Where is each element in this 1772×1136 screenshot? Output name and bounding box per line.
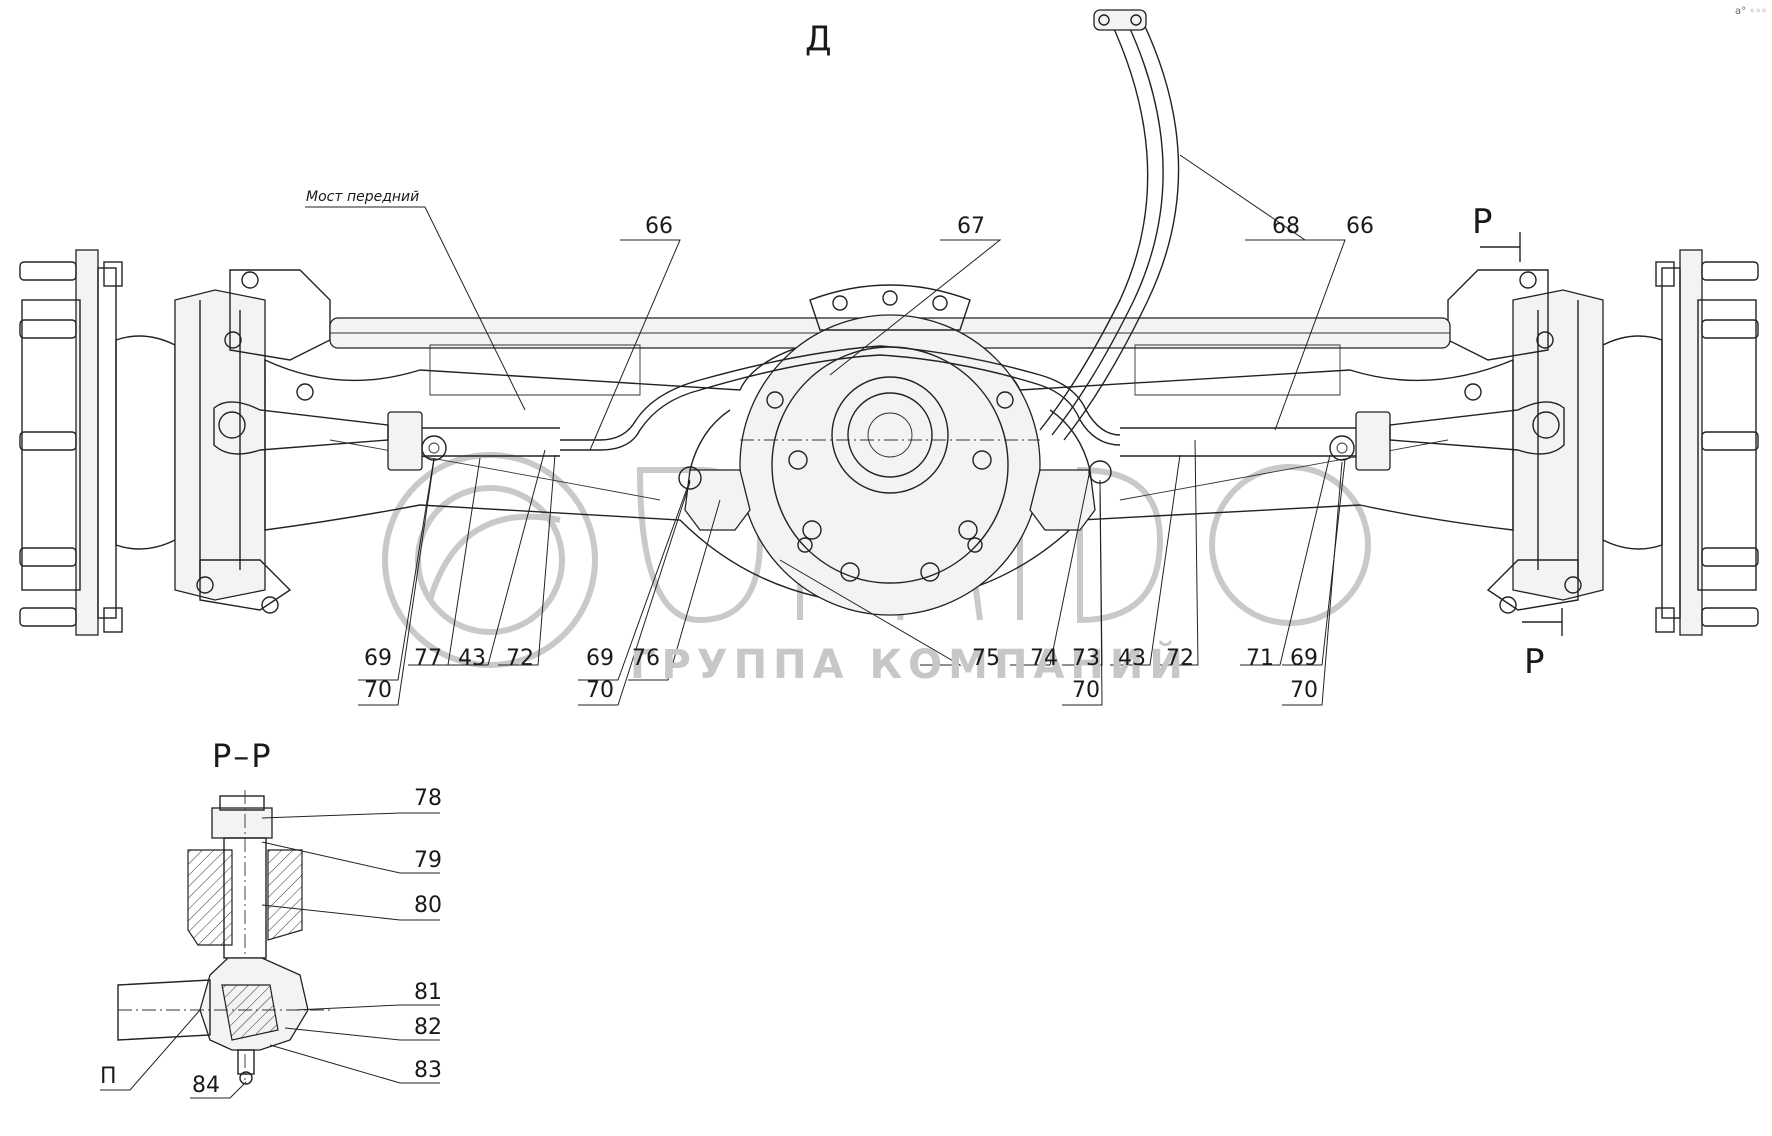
section-view [117, 790, 330, 1085]
section-marker-bottom: Р [1524, 642, 1545, 682]
callout-81: 81 [414, 980, 442, 1005]
callout-70-b: 70 [586, 678, 614, 703]
callout-70-d: 70 [1290, 678, 1318, 703]
callout-67: 67 [957, 214, 985, 239]
callout-69-b: 69 [586, 646, 614, 671]
callout-84: 84 [192, 1073, 220, 1098]
view-label: Д [805, 19, 832, 59]
callout-71: 71 [1246, 646, 1274, 671]
callout-72-a: 72 [506, 646, 534, 671]
callout-77: 77 [414, 646, 442, 671]
callout-83: 83 [414, 1058, 442, 1083]
section-marker-top: Р [1472, 202, 1493, 242]
corner-mark: a° ◦◦◦ [1735, 6, 1768, 17]
watermark-text: ГРУППА КОМПАНИЙ [630, 642, 1189, 688]
callout-74: 74 [1030, 646, 1058, 671]
callout-69-a: 69 [364, 646, 392, 671]
callout-72-b: 72 [1166, 646, 1194, 671]
callout-68: 68 [1272, 214, 1300, 239]
front-axle-view [19, 9, 1759, 636]
leader-lines [100, 154, 1346, 1099]
callout-70-a: 70 [364, 678, 392, 703]
part-name-label: Мост передний [306, 189, 420, 205]
callout-66-left: 66 [645, 214, 673, 239]
callout-80: 80 [414, 893, 442, 918]
callout-p: П [100, 1064, 117, 1089]
section-title: Р–Р [212, 737, 273, 775]
callout-66-right: 66 [1346, 214, 1374, 239]
callout-76: 76 [632, 646, 660, 671]
callout-43-b: 43 [1118, 646, 1146, 671]
callout-82: 82 [414, 1015, 442, 1040]
callout-79: 79 [414, 848, 442, 873]
callout-70-c: 70 [1072, 678, 1100, 703]
callout-43-a: 43 [458, 646, 486, 671]
callout-78: 78 [414, 786, 442, 811]
callout-75: 75 [972, 646, 1000, 671]
callout-69-c: 69 [1290, 646, 1318, 671]
callout-73: 73 [1072, 646, 1100, 671]
